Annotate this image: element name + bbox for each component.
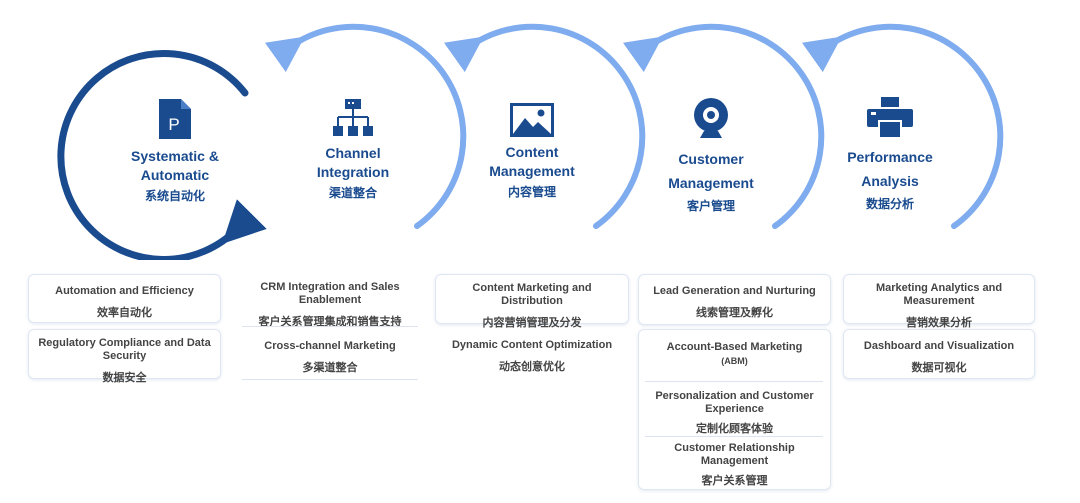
stage-title-en: Systematic & Automatic <box>131 148 219 183</box>
printer-icon <box>867 97 913 139</box>
stage-title-cn: 渠道整合 <box>328 186 377 200</box>
card-content-marketing: Content Marketing and Distribution 内容营销管… <box>435 274 629 329</box>
ring-content-management <box>443 23 646 229</box>
hierarchy-icon <box>333 99 373 136</box>
svg-text:P: P <box>168 115 179 134</box>
stage-customer-management: Customer Management 客户管理 <box>626 97 796 214</box>
card-personalization: Personalization and Customer Experience … <box>655 390 814 435</box>
stage-title-en: Performance Analysis <box>847 149 933 189</box>
divider <box>645 381 823 382</box>
ring-performance-analysis <box>801 23 1004 229</box>
card-dashboard-visualization: Dashboard and Visualization 数据可视化 <box>843 329 1035 379</box>
divider <box>645 436 823 437</box>
ring-channel-integration <box>264 23 467 229</box>
card-regulatory-compliance: Regulatory Compliance and Data Security … <box>28 329 221 384</box>
cycle-rings <box>57 23 1004 260</box>
card-lead-generation: Lead Generation and Nurturing 线索管理及孵化 <box>638 274 831 325</box>
ring-systematic-automatic <box>57 49 267 260</box>
image-icon <box>510 103 554 137</box>
stage-channel-integration: Channel Integration 渠道整合 <box>268 98 438 201</box>
divider <box>242 326 418 327</box>
stage-title-cn: 数据分析 <box>865 197 914 211</box>
card-dynamic-content: Dynamic Content Optimization 动态创意优化 <box>435 330 629 379</box>
card-automation-efficiency: Automation and Efficiency 效率自动化 <box>28 274 221 323</box>
card-marketing-analytics: Marketing Analytics and Measurement 营销效果… <box>843 274 1035 329</box>
divider <box>242 379 418 380</box>
ring-customer-management <box>622 23 825 229</box>
stage-performance-analysis: Performance Analysis 数据分析 <box>805 97 975 212</box>
document-p-icon: P <box>159 99 191 139</box>
stage-title-cn: 内容管理 <box>507 185 556 199</box>
webcam-icon <box>694 98 728 138</box>
stage-title-cn: 客户管理 <box>686 199 735 213</box>
stage-title-cn: 系统自动化 <box>144 189 205 203</box>
stage-title-en: Content Management <box>489 144 575 179</box>
card-customer-relationship: Customer Relationship Management 客户关系管理 <box>674 442 795 487</box>
card-crm-integration: CRM Integration and Sales Enablement 客户关… <box>242 274 418 328</box>
stage-title-en: Customer Management <box>668 151 754 191</box>
card-account-based-marketing: Account-Based Marketing (ABM) <box>638 329 831 490</box>
card-cross-channel-marketing: Cross-channel Marketing 多渠道整合 <box>242 331 418 379</box>
stage-content-management: Content Management 内容管理 <box>447 103 617 200</box>
stage-systematic-automatic: P Systematic & Automatic 系统自动化 <box>90 97 260 204</box>
stage-title-en: Channel Integration <box>316 145 390 180</box>
